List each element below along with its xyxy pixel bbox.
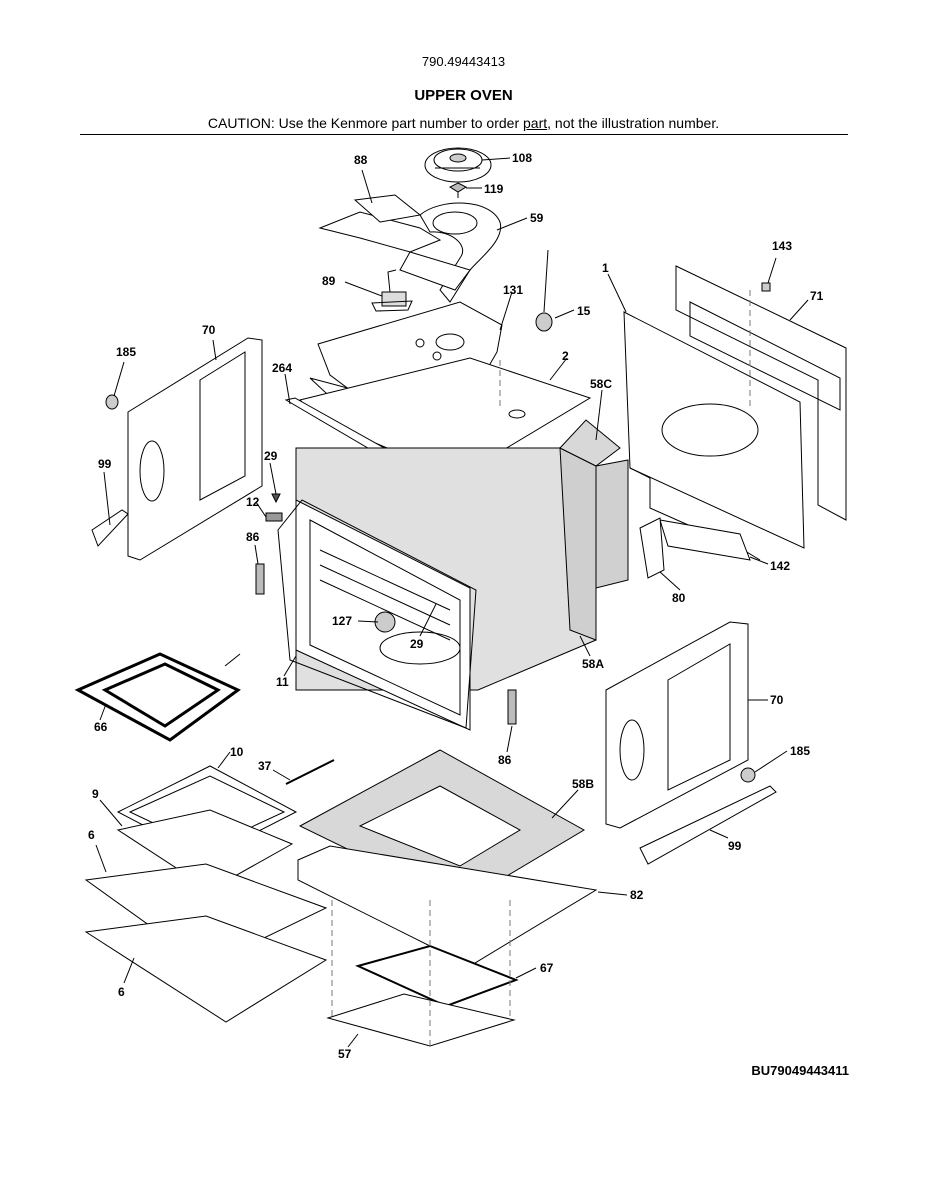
callout-143: 143 (772, 239, 792, 253)
callout-6-lower: 6 (118, 985, 125, 999)
callout-57: 57 (338, 1047, 352, 1061)
callout-185-left: 185 (116, 345, 136, 359)
callout-131: 131 (503, 283, 523, 297)
callout-6-upper: 6 (88, 828, 95, 842)
callout-70-left: 70 (202, 323, 216, 337)
part-67-bake-element (355, 944, 519, 1008)
callout-142: 142 (770, 559, 790, 573)
callout-99-right: 99 (728, 839, 742, 853)
part-6-rack-lower (84, 915, 328, 1023)
callout-1: 1 (602, 261, 609, 275)
part-57-bottom-pan (326, 993, 516, 1047)
diagram-code: BU79049443411 (751, 1063, 849, 1078)
part-108-fan (424, 147, 492, 183)
callout-11: 11 (276, 675, 289, 689)
callout-86-left: 86 (246, 530, 260, 544)
page-title: UPPER OVEN (414, 87, 513, 104)
part-70-side-panel-left (127, 337, 263, 561)
part-11-oven-frame (277, 499, 477, 731)
part-15-sensor (535, 249, 553, 332)
part-82-bottom-frame (297, 845, 598, 967)
part-71-rear-panel (675, 265, 847, 521)
leader-lines (95, 157, 809, 1048)
callout-58c: 58C (590, 377, 612, 391)
callout-119: 119 (484, 182, 504, 196)
callout-12: 12 (246, 495, 260, 509)
callout-2: 2 (562, 349, 569, 363)
part-89 (371, 269, 413, 312)
caution-link: part (523, 115, 548, 131)
callout-59: 59 (530, 211, 544, 225)
callout-108: 108 (512, 151, 532, 165)
callout-29-mid: 29 (410, 637, 424, 651)
callout-86-right: 86 (498, 753, 512, 767)
part-88-bracket (318, 194, 471, 291)
callout-67: 67 (540, 961, 554, 975)
caution-note: CAUTION: Use the Kenmore part number to … (0, 115, 927, 131)
header-rule (80, 134, 848, 135)
callout-37: 37 (258, 759, 272, 773)
part-59-fan-cover (419, 202, 502, 303)
part-70-side-panel-right (605, 621, 749, 829)
part-29-screw (271, 493, 281, 504)
model-number: 790.49443413 (421, 54, 506, 69)
callout-80: 80 (672, 591, 686, 605)
callout-88: 88 (354, 153, 368, 167)
callout-29-top: 29 (264, 449, 278, 463)
part-143-clip (761, 282, 771, 292)
part-80-bracket (639, 517, 665, 579)
part-119 (448, 182, 468, 198)
callout-66: 66 (94, 720, 108, 734)
callout-127: 127 (332, 614, 352, 628)
part-12-screw (265, 512, 283, 522)
callout-71: 71 (810, 289, 824, 303)
alignment-guides (331, 290, 751, 1050)
callout-58a: 58A (582, 657, 604, 671)
callout-185-right: 185 (790, 744, 810, 758)
caution-text: CAUTION: Use the Kenmore part number to … (207, 115, 523, 131)
callout-labels: 108 88 119 59 143 89 131 1 71 15 70 185 … (88, 151, 824, 1061)
part-58a-insulation (295, 419, 629, 691)
part-66-broil-element (74, 652, 241, 742)
part-185-plug-right (740, 767, 756, 783)
callout-15: 15 (577, 304, 591, 318)
part-99-rail-right (639, 785, 777, 865)
callout-9: 9 (92, 787, 99, 801)
part-185-plug-left (105, 394, 119, 410)
part-86-hinge-right (507, 689, 517, 725)
part-37-probe (285, 759, 335, 785)
callout-264: 264 (272, 361, 292, 375)
callout-89: 89 (322, 274, 336, 288)
part-142-bracket (659, 519, 751, 561)
part-99-rail-left (91, 509, 129, 547)
callout-82: 82 (630, 888, 644, 902)
callout-58b: 58B (572, 777, 594, 791)
callout-70-right: 70 (770, 693, 784, 707)
part-86-hinge-left (255, 563, 265, 595)
caution-text-end: , not the illustration number. (547, 115, 720, 131)
callout-10: 10 (230, 745, 244, 759)
callout-99-left: 99 (98, 457, 112, 471)
